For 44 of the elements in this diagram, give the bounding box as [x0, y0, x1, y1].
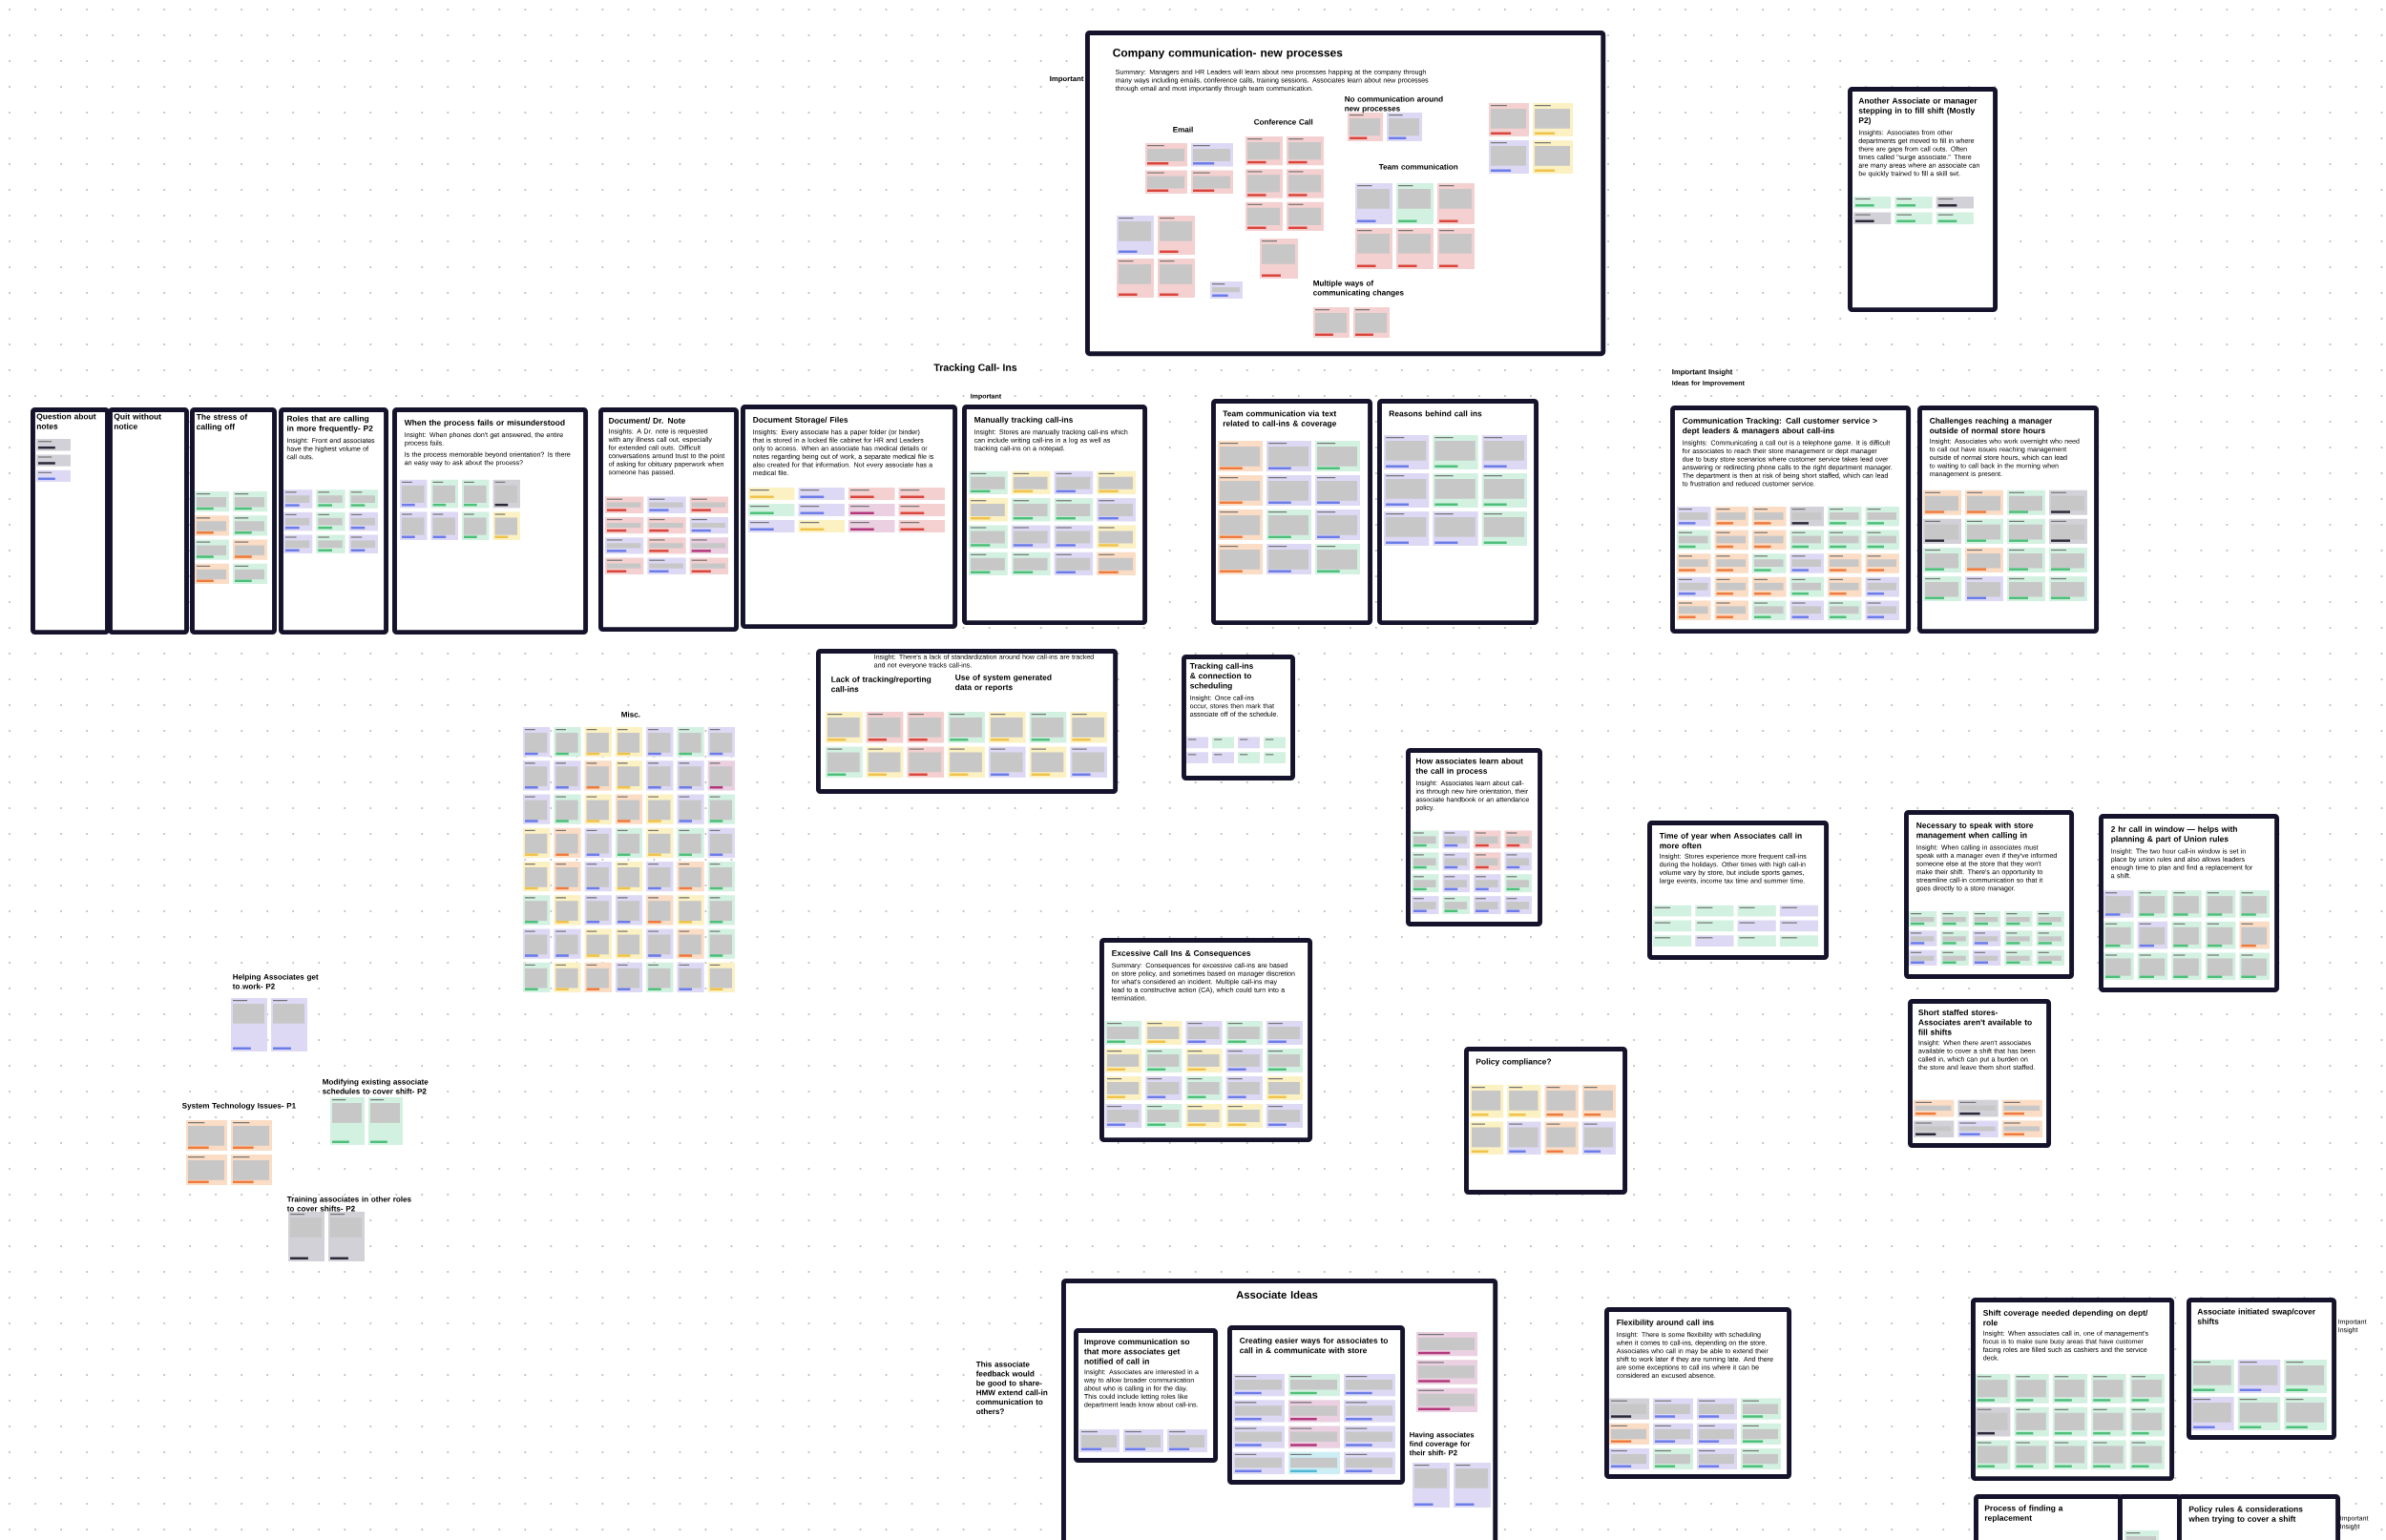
- box-heading: Shift coverage needed depending on dept/ role: [1982, 1309, 2148, 1326]
- box-heading: Another Associate or manager stepping in to fill shift (Mostly P2): [1858, 97, 1978, 125]
- group-label: Multiple ways of communicating changes: [1313, 280, 1404, 298]
- box-heading: Document/ Dr. Note: [609, 417, 685, 424]
- group-label: Modifying existing associate schedules to cover shift- P2: [323, 1078, 429, 1094]
- box-heading: Time of year when Associates call in more often: [1659, 832, 1802, 849]
- group-label: Training associates in other roles to cover shifts- P2: [286, 1196, 411, 1212]
- box-heading: When the process fails or misunderstood: [404, 419, 565, 427]
- box-heading: Policy compliance?: [1476, 1058, 1552, 1067]
- box-heading: Quit without notice: [114, 413, 161, 429]
- group-label: Conference Call: [1254, 118, 1313, 125]
- box-heading: The stress of calling off: [196, 413, 248, 431]
- box-heading: Short staffed stores- Associates aren't available to fill shifts: [1918, 1009, 2032, 1035]
- group-label: Misc.: [621, 711, 640, 718]
- box-heading: Tracking call-ins & connection to scheduling: [1189, 662, 1253, 691]
- group-label: Helping Associates get to work- P2: [232, 973, 319, 989]
- box-heading: Team communication via text related to call-ins & coverage: [1223, 410, 1337, 428]
- box-heading: Excessive Call Ins & Consequences: [1112, 949, 1251, 958]
- box-heading: Reasons behind call ins: [1389, 410, 1482, 417]
- box-heading: Associate Ideas: [1236, 1290, 1318, 1299]
- box-heading: Associate initiated swap/cover shifts: [2197, 1308, 2315, 1324]
- box-heading: Company communication- new processes: [1113, 48, 1343, 59]
- group-label: Team communication: [1378, 163, 1458, 170]
- box-heading: Document Storage/ Files: [753, 416, 848, 425]
- box-heading: Manually tracking call-ins: [974, 416, 1074, 425]
- box-heading: Necessary to speak with store management when calling in: [1916, 822, 2034, 840]
- group-label: Email: [1173, 126, 1193, 133]
- box-heading: Process of finding a replacement: [1984, 1505, 2063, 1523]
- box-heading: Creating easier ways for associates to call in & communicate with store: [1240, 1337, 1389, 1354]
- box-heading: Communication Tracking: Call customer service > dept leaders & managers about call-ins: [1683, 417, 1877, 435]
- box-heading: Lack of tracking/reporting call-ins: [831, 676, 931, 693]
- box-heading: 2 hr call in window — helps with planning & part of Union rules: [2111, 825, 2237, 843]
- group-label: System Technology Issues- P1: [181, 1102, 296, 1111]
- section-title: Tracking Call- Ins: [933, 364, 1017, 373]
- box-heading: Use of system generated data or reports: [955, 674, 1052, 692]
- group-label: This associate feedback would be good to share- HMW extend call-in communication to others?: [975, 1361, 1048, 1415]
- box-heading: Improve communication so that more associates get notified of call in: [1084, 1338, 1190, 1364]
- box-heading: Flexibility around call ins: [1617, 1319, 1714, 1327]
- group-label: No communication around new processes: [1345, 95, 1443, 114]
- box-heading: Roles that are calling in more frequently- P2: [286, 415, 373, 433]
- box-heading: How associates learn about the call in process: [1415, 758, 1523, 776]
- box-heading: Policy rules & considerations when trying to cover a shift: [2188, 1506, 2303, 1524]
- box-heading: Challenges reaching a manager outside of normal store hours: [1930, 417, 2053, 434]
- box-heading: Question about notes: [36, 413, 96, 429]
